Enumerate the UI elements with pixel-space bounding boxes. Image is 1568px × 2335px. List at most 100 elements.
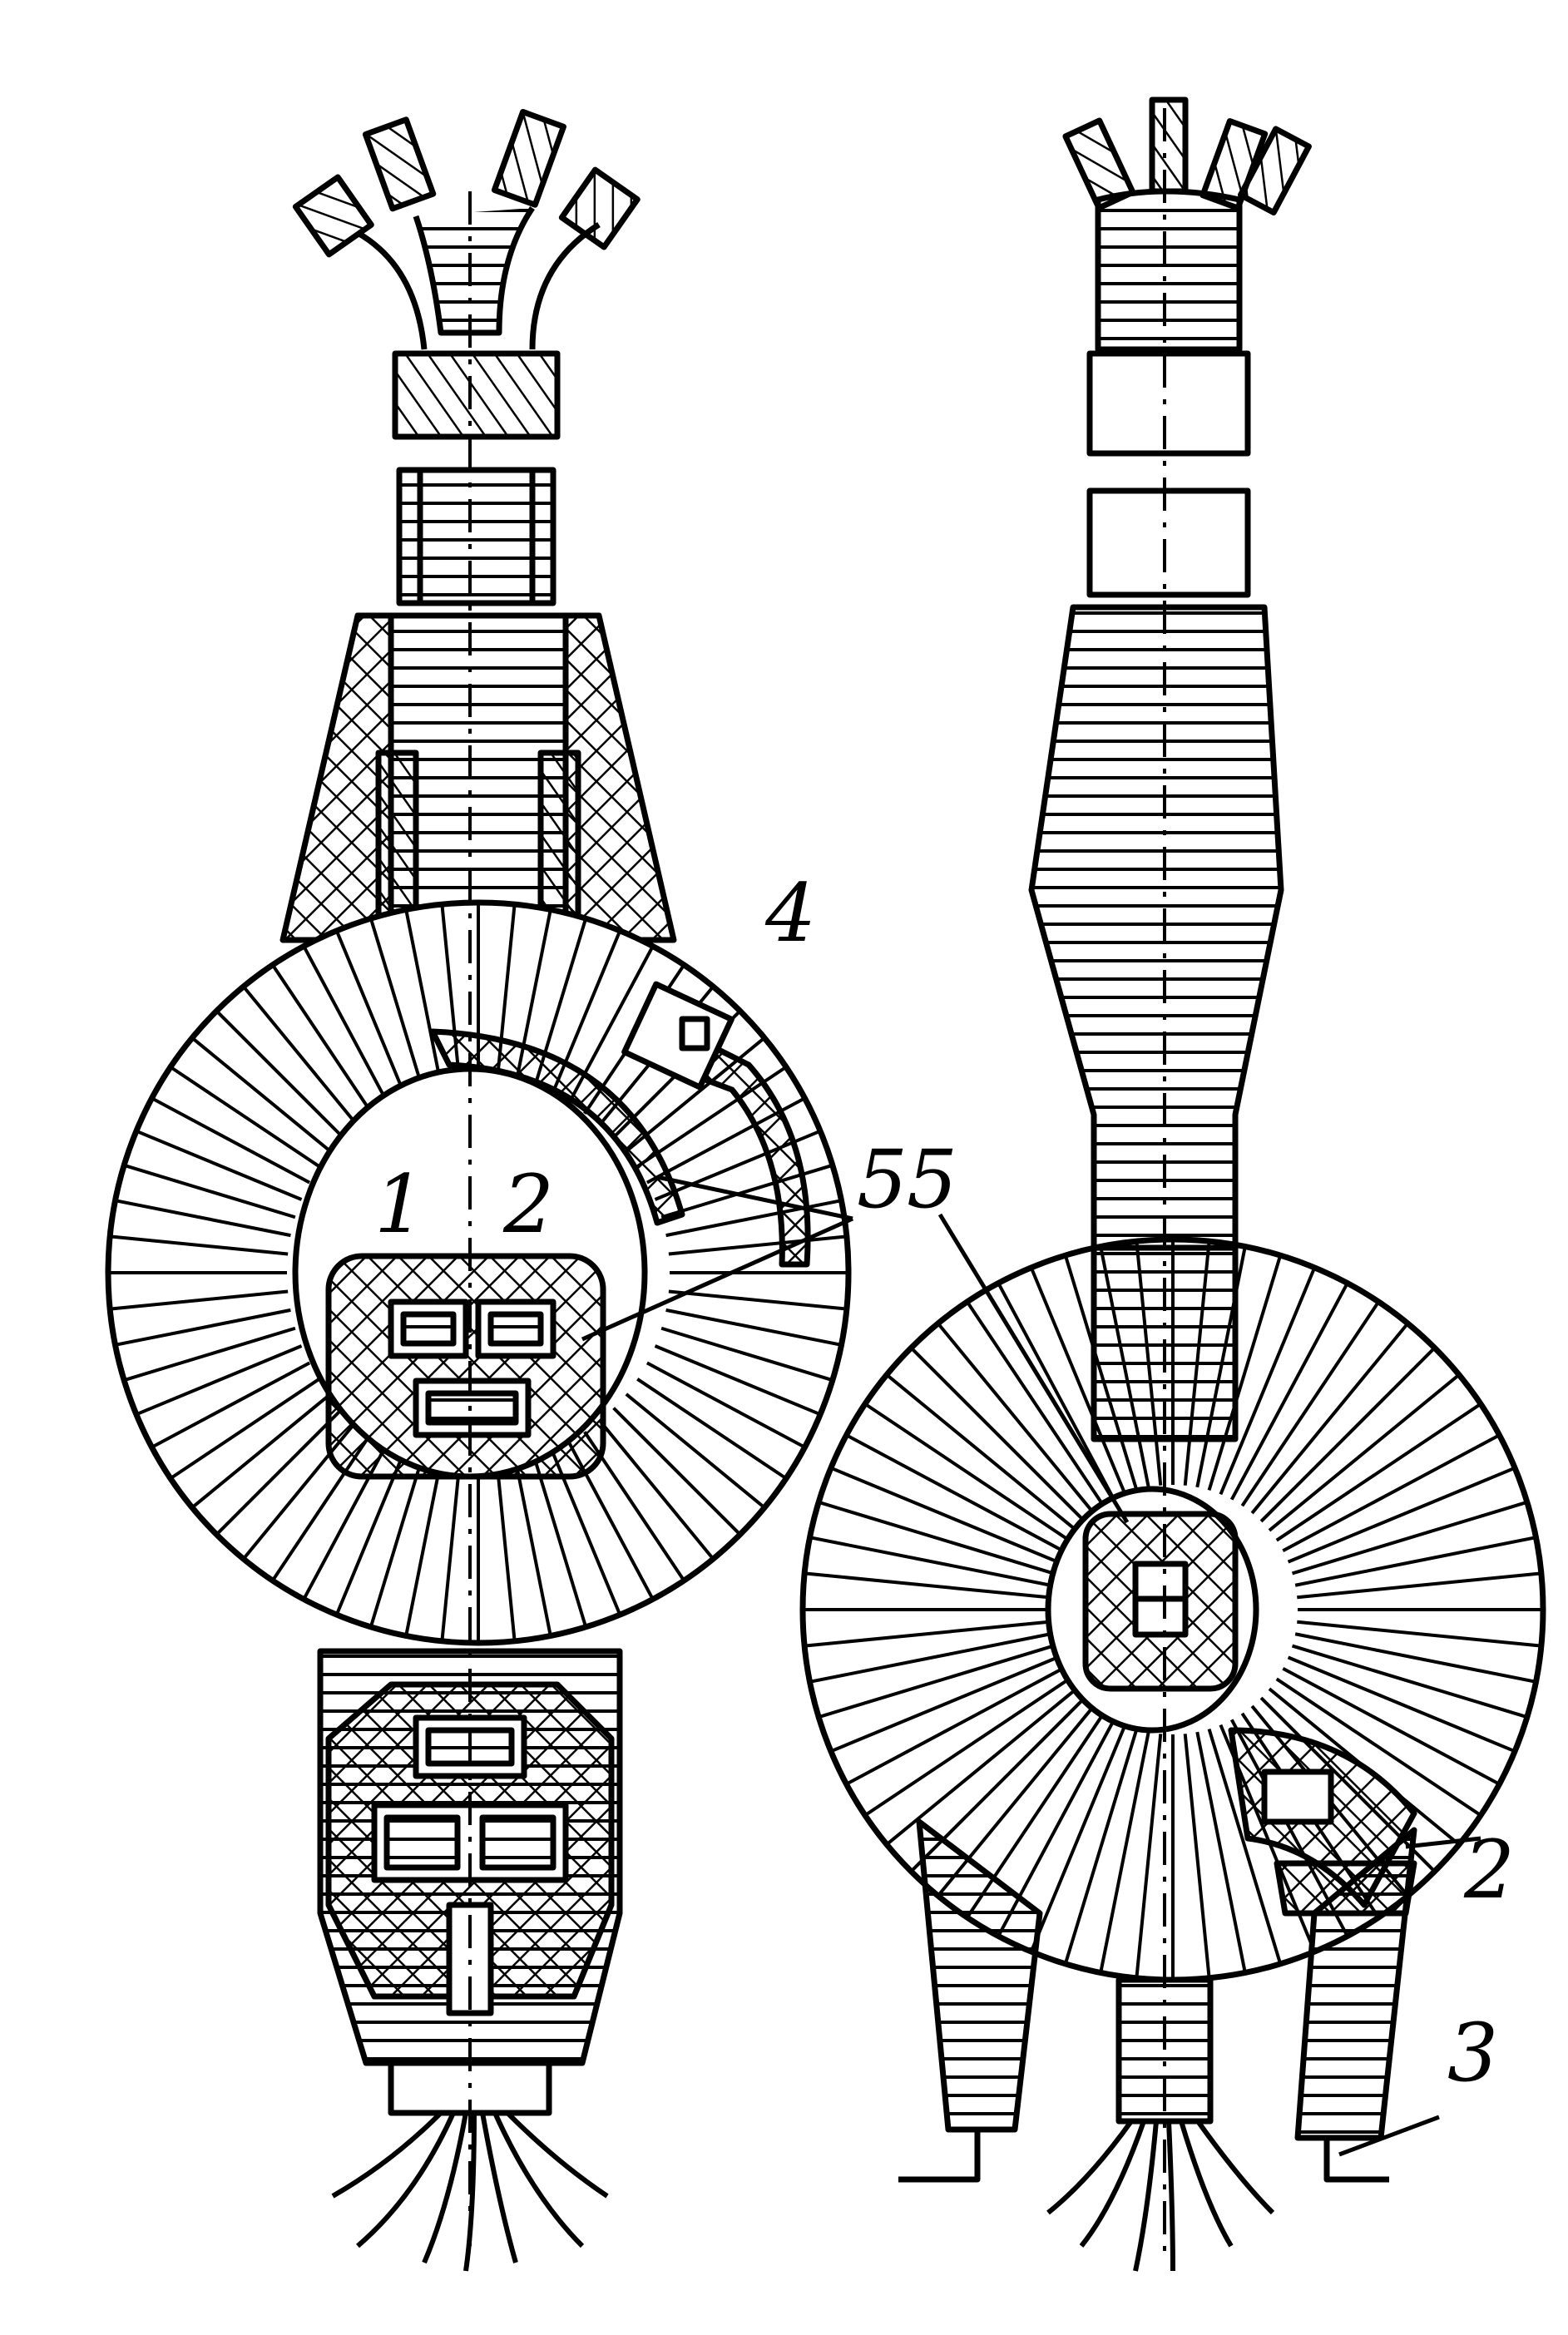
torus-spoke <box>1259 1346 1437 1523</box>
torus-spoke <box>1229 1282 1349 1501</box>
torus-spoke <box>215 1407 344 1536</box>
left-clamp-4 <box>621 981 735 1091</box>
torus-spoke <box>123 1163 296 1219</box>
torus-spoke <box>885 1373 1078 1532</box>
torus-spoke <box>1291 1644 1528 1719</box>
torus-spoke <box>215 1009 344 1139</box>
left-core-block <box>325 1253 606 1480</box>
torus-spoke <box>818 1644 1055 1719</box>
torus-spoke <box>863 1402 1071 1542</box>
torus-spoke <box>1297 1571 1542 1600</box>
torus-spoke <box>845 1666 1064 1786</box>
torus-spoke <box>1294 1536 1536 1587</box>
torus-spoke <box>804 1571 1049 1600</box>
torus-spoke <box>997 1282 1116 1501</box>
torus-spoke <box>109 1234 289 1256</box>
torus-spoke <box>612 1407 742 1536</box>
torus-spoke <box>909 1346 1086 1523</box>
callout-5-right: 5 <box>907 1133 958 1226</box>
torus-spoke <box>665 1308 842 1347</box>
right-top-wires <box>1062 96 1312 353</box>
torus-spoke <box>242 985 359 1126</box>
torus-spoke <box>115 1199 291 1238</box>
torus-spoke <box>1268 1373 1461 1532</box>
torus-spoke <box>169 1378 320 1480</box>
torus-spoke <box>1282 1666 1501 1786</box>
torus-spoke <box>885 1687 1078 1846</box>
callout-2-right: 2 <box>1464 1823 1516 1917</box>
torus-spoke <box>123 1326 296 1383</box>
torus-spoke <box>136 1344 303 1417</box>
torus-spoke <box>598 1419 715 1561</box>
torus-spoke <box>809 1536 1051 1587</box>
torus-spoke <box>532 1455 588 1628</box>
torus-spoke <box>1275 1677 1482 1817</box>
torus-spoke <box>818 1500 1055 1576</box>
torus-spoke <box>1219 1267 1317 1496</box>
left-top-wires <box>292 108 641 350</box>
torus-spoke <box>1207 1728 1283 1965</box>
torus-spoke <box>1297 1620 1542 1648</box>
torus-spoke <box>151 1096 311 1185</box>
torus-spoke <box>1275 1402 1482 1542</box>
torus-spoke <box>136 1129 303 1201</box>
torus-spoke <box>654 1344 821 1417</box>
torus-spoke <box>271 963 373 1115</box>
torus-spoke <box>1291 1500 1528 1576</box>
torus-spoke <box>440 1462 462 1642</box>
torus-spoke <box>668 1234 848 1256</box>
torus-spoke <box>646 1361 806 1449</box>
torus-spoke <box>404 909 443 1086</box>
torus-spoke <box>804 1620 1049 1648</box>
right-bottom-wires <box>1046 2120 1275 2272</box>
callout-3: 3 <box>1447 2006 1499 2100</box>
torus-spoke <box>369 1455 425 1628</box>
torus-spoke <box>937 1322 1096 1515</box>
torus-spoke <box>830 1655 1059 1754</box>
leader-lines <box>581 1175 1481 2157</box>
torus-spoke <box>1029 1267 1127 1496</box>
right-view <box>799 96 1546 2272</box>
left-arc-band <box>429 1028 685 1226</box>
torus-spoke <box>830 1466 1059 1564</box>
torus-spoke <box>115 1308 291 1347</box>
torus-spoke <box>1099 1731 1150 1973</box>
torus-spoke <box>334 930 407 1097</box>
torus-spoke <box>636 1378 788 1480</box>
torus-spoke <box>1282 1433 1501 1553</box>
torus-spoke <box>1195 1731 1247 1973</box>
torus-spoke <box>1250 1322 1409 1515</box>
torus-spoke <box>625 1393 766 1509</box>
callout-1: 1 <box>374 1158 426 1251</box>
right-terminal-right <box>1323 2138 1389 2183</box>
torus-spoke <box>151 1361 311 1449</box>
right-upper-sleeve <box>1086 350 1251 457</box>
callout-5-left: 5 <box>857 1133 908 1226</box>
left-upper-sleeve <box>392 350 561 440</box>
torus-spoke <box>513 1460 552 1636</box>
torus-spoke <box>809 1632 1051 1684</box>
torus-spoke <box>190 1393 332 1509</box>
torus-spoke <box>625 1036 766 1153</box>
torus-spoke <box>1029 1724 1127 1952</box>
torus-spoke <box>1135 1734 1163 1979</box>
left-bottom-wires <box>331 2110 609 2272</box>
torus-spoke <box>660 1326 833 1383</box>
torus-spoke <box>169 1066 320 1168</box>
torus-spoke <box>1207 1254 1283 1492</box>
torus-spoke <box>495 1462 517 1642</box>
torus-spoke <box>1294 1632 1536 1684</box>
callout-4: 4 <box>765 867 817 960</box>
torus-spoke <box>668 1289 848 1311</box>
right-terminal-left <box>898 2130 981 2183</box>
torus-spoke <box>190 1036 332 1153</box>
torus-spoke <box>1063 1728 1139 1965</box>
torus-spoke <box>302 945 390 1106</box>
torus-spoke <box>1287 1466 1516 1564</box>
torus-spoke <box>665 1199 842 1238</box>
torus-spoke <box>863 1677 1071 1817</box>
torus-spoke <box>1240 1300 1380 1507</box>
right-leg-left <box>916 1818 1043 2133</box>
torus-spoke <box>966 1300 1106 1507</box>
